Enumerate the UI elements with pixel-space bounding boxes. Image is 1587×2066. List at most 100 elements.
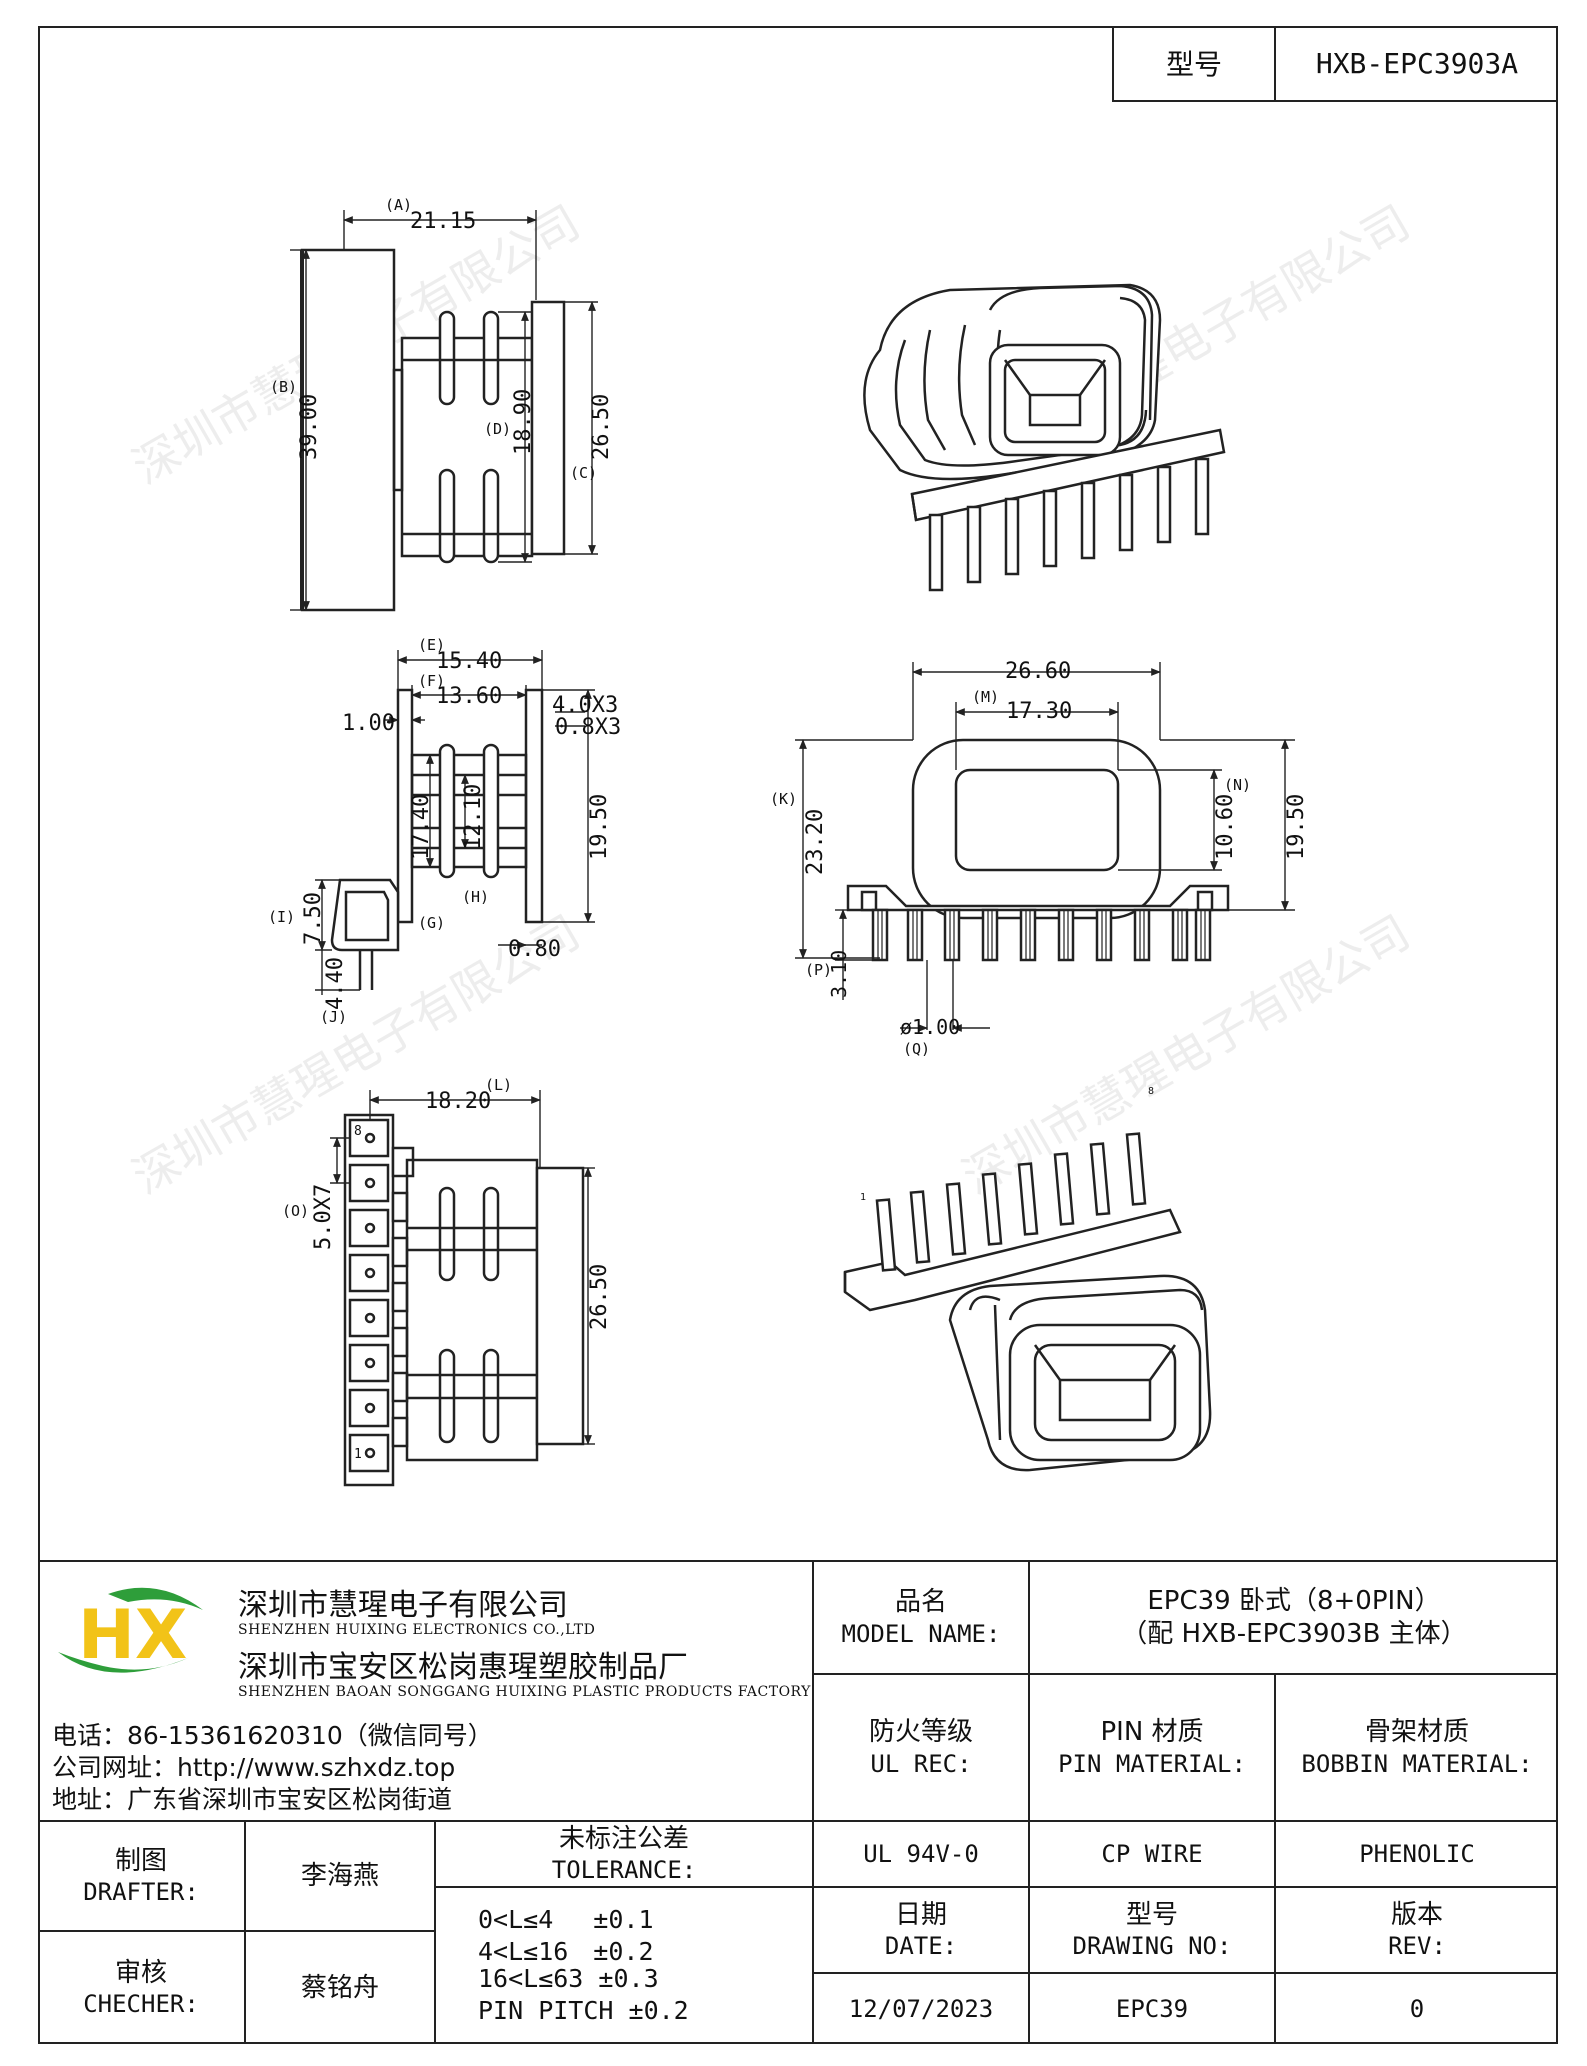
dim-value: 19.50 [587, 794, 612, 860]
drawing-no-cn: 型号 [1125, 1899, 1178, 1930]
pin-number-label: 1 [354, 1447, 362, 1462]
dim-label: (Q) [903, 1040, 930, 1058]
tb-line [1028, 1560, 1030, 2044]
dim-value: 26.50 [587, 1264, 612, 1330]
company-name-cn-2: 深圳市宝安区松岗惠瑆塑胶制品厂 [238, 1650, 688, 1685]
rev-header: 版本 REV: [1276, 1888, 1558, 1972]
tolerance-header: 未标注公差 TOLERANCE: [436, 1822, 812, 1886]
dim-label: (P) [805, 961, 832, 979]
model-name-en: MODEL NAME: [841, 1619, 1001, 1648]
dim-label: (H) [462, 888, 489, 906]
technical-drawing: 深圳市慧瑆电子有限公司 深圳市慧瑆电子有限公司 深圳市慧瑆电子有限公司 深圳市慧… [124, 195, 1419, 1487]
ul-rec-value: UL 94V-0 [863, 1840, 979, 1868]
dim-value: 26.60 [1005, 659, 1071, 684]
drafter-header: 制图 DRAFTER: [38, 1822, 244, 1930]
pin-material-value: CP WIRE [1101, 1840, 1203, 1868]
ul-rec-header: 防火等级 UL REC: [814, 1675, 1028, 1820]
model-name-cn: 品名 [894, 1587, 947, 1618]
model-name-value-cell: EPC39 卧式（8+0PIN） （配 HXB-EPC3903B 主体） [1030, 1562, 1558, 1673]
dim-value: 23.20 [803, 809, 828, 875]
dim-label: (G) [418, 914, 445, 932]
checker-cn: 审核 [114, 1957, 167, 1988]
dim-value: 1.00 [342, 711, 395, 736]
dim-value: 7.50 [301, 892, 326, 945]
tolerance-line: PIN PITCH ±0.2 [478, 1996, 689, 2025]
bottom-view [330, 1090, 595, 1487]
dim-label: (A) [385, 196, 412, 214]
tolerance-line: 4<L≤16 ±0.2 [478, 1937, 654, 1966]
tb-line [38, 1560, 1558, 1562]
dim-value: 13.60 [436, 684, 502, 709]
isometric-view-bottom [843, 1132, 1212, 1472]
model-value: HXB-EPC3903A [1315, 46, 1519, 80]
dim-value: 12.10 [461, 784, 486, 850]
date-cn: 日期 [894, 1899, 947, 1930]
dim-value: 4.40 [323, 957, 348, 1010]
drafter-cn: 制图 [114, 1845, 167, 1876]
dim-value: 39.00 [297, 394, 322, 460]
pin-number-label: 8 [1148, 1086, 1154, 1097]
dim-value: 17.30 [1006, 699, 1072, 724]
dim-value: 5.0X7 [311, 1184, 336, 1250]
model-number-box: 型号 HXB-EPC3903A [1112, 26, 1558, 102]
dim-value: 10.60 [1213, 794, 1238, 860]
pin-material-header: PIN 材质 PIN MATERIAL: [1030, 1675, 1274, 1820]
drafter-name: 李海燕 [300, 1860, 379, 1891]
model-name-header: 品名 MODEL NAME: [814, 1562, 1028, 1673]
checker-name: 蔡铭舟 [300, 1972, 379, 2003]
tb-line [38, 1930, 434, 1932]
dim-label: (E) [418, 636, 445, 654]
dim-value: 0.8X3 [555, 715, 621, 740]
bobbin-material-cn: 骨架材质 [1364, 1717, 1469, 1748]
section-view [315, 650, 595, 995]
dim-label: (O) [282, 1202, 309, 1220]
company-name-en-2: SHENZHEN BAOAN SONGGANG HUIXING PLASTIC … [238, 1684, 811, 1700]
drawing-no-value: EPC39 [1115, 1995, 1189, 2023]
tb-line [812, 1673, 1558, 1675]
model-label: 型号 [1114, 26, 1276, 100]
pin-number-label: 1 [860, 1192, 866, 1203]
rev-value: 0 [1409, 1995, 1425, 2023]
pin-material-cn: PIN 材质 [1100, 1717, 1204, 1748]
dim-label: (D) [484, 420, 511, 438]
tb-line [812, 1560, 814, 2044]
dim-value: 3.10 [827, 950, 851, 998]
company-name-en-1: SHENZHEN HUIXING ELECTRONICS CO.,LTD [238, 1622, 596, 1638]
date-value: 12/07/2023 [848, 1995, 994, 2023]
checker-header: 审核 CHECHER: [38, 1932, 244, 2044]
dim-value: 15.40 [436, 649, 502, 674]
drawing-no-header: 型号 DRAWING NO: [1030, 1888, 1274, 1972]
company-logo: HX [58, 1587, 203, 1675]
date-en: DATE: [884, 1932, 958, 1961]
dim-value: 0.80 [508, 937, 561, 962]
dim-value: 4.0X3 [552, 693, 618, 718]
drawing-sheet-border [38, 26, 1558, 2044]
dim-label: (N) [1224, 776, 1251, 794]
company-address: 地址：广东省深圳市宝安区松岗街道 [52, 1785, 453, 1814]
drafter-en: DRAFTER: [83, 1878, 199, 1907]
dim-label: (C) [570, 464, 597, 482]
model-name-value-1: EPC39 卧式（8+0PIN） [1147, 1586, 1441, 1616]
checker-en: CHECHER: [83, 1990, 199, 2019]
tolerance-en: TOLERANCE: [551, 1856, 697, 1885]
date-header: 日期 DATE: [814, 1888, 1028, 1972]
company-phone: 电话：86-15361620310（微信同号） [52, 1721, 493, 1750]
company-name-cn-1: 深圳市慧瑆电子有限公司 [238, 1588, 568, 1623]
tb-line [812, 1972, 1558, 1974]
company-website: 公司网址：http://www.szhxdz.top [52, 1753, 456, 1782]
dim-label: (K) [770, 790, 797, 808]
ul-rec-en: UL REC: [870, 1749, 972, 1778]
side-view [290, 210, 598, 612]
logo-letters: HX [78, 1596, 187, 1675]
dim-label: (F) [418, 672, 445, 690]
tolerance-line: 0<L≤4 ±0.1 [478, 1905, 654, 1934]
dim-label: (B) [270, 378, 297, 396]
pin-number-label: 8 [354, 1124, 362, 1139]
tb-line [244, 1820, 246, 2044]
rev-en: REV: [1388, 1932, 1446, 1961]
rev-cn: 版本 [1390, 1899, 1443, 1930]
dim-value: 26.50 [589, 394, 614, 460]
isometric-view-top [863, 283, 1226, 592]
ul-rec-cn: 防火等级 [868, 1717, 973, 1748]
pin-material-en: PIN MATERIAL: [1058, 1749, 1246, 1778]
